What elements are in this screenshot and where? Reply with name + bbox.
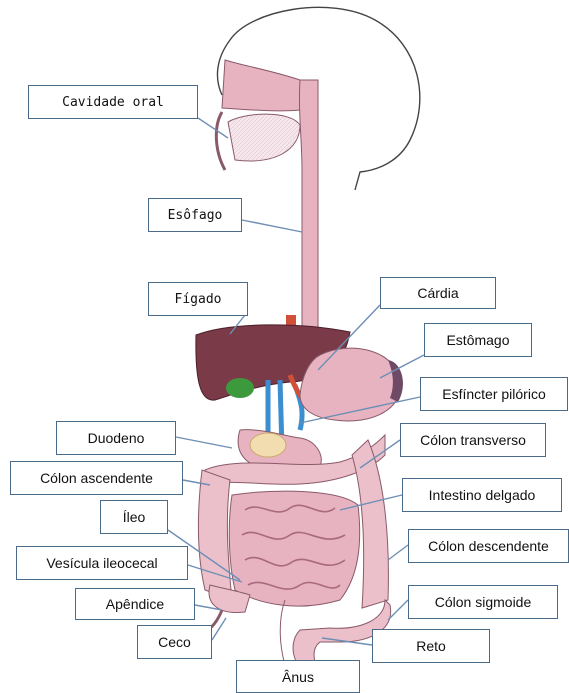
label-colon-transverso: Cólon transverso: [400, 423, 546, 457]
label-vesicula-ileocecal: Vesícula ileocecal: [16, 546, 188, 580]
label-colon-descendente: Cólon descendente: [408, 529, 569, 563]
label-reto: Reto: [372, 629, 490, 663]
label-colon-sigmoide: Cólon sigmoide: [408, 585, 558, 619]
ascending-colon: [198, 470, 232, 600]
label-cavidade-oral: Cavidade oral: [28, 85, 198, 119]
label-colon-ascendente: Cólon ascendente: [10, 461, 183, 495]
label-estomago: Estômago: [424, 323, 532, 357]
esophagus: [299, 80, 318, 330]
stomach: [300, 348, 400, 421]
label-apendice: Apêndice: [75, 588, 195, 620]
label-anus: Ânus: [236, 660, 360, 693]
label-intestino-delgado: Intestino delgado: [402, 478, 562, 512]
label-ileo: Íleo: [100, 500, 168, 534]
lips: [216, 112, 225, 170]
nasal-cavity: [222, 60, 300, 111]
label-duodeno: Duodeno: [56, 421, 176, 455]
pancreas: [250, 433, 286, 457]
gallbladder: [226, 378, 254, 398]
tongue: [228, 114, 300, 161]
label-esfincter-pilorico: Esfíncter pilórico: [420, 377, 568, 411]
label-ceco: Ceco: [137, 625, 212, 659]
label-cardia: Cárdia: [380, 277, 496, 309]
label-esofago: Esôfago: [148, 198, 242, 232]
label-figado: Fígado: [148, 282, 248, 316]
